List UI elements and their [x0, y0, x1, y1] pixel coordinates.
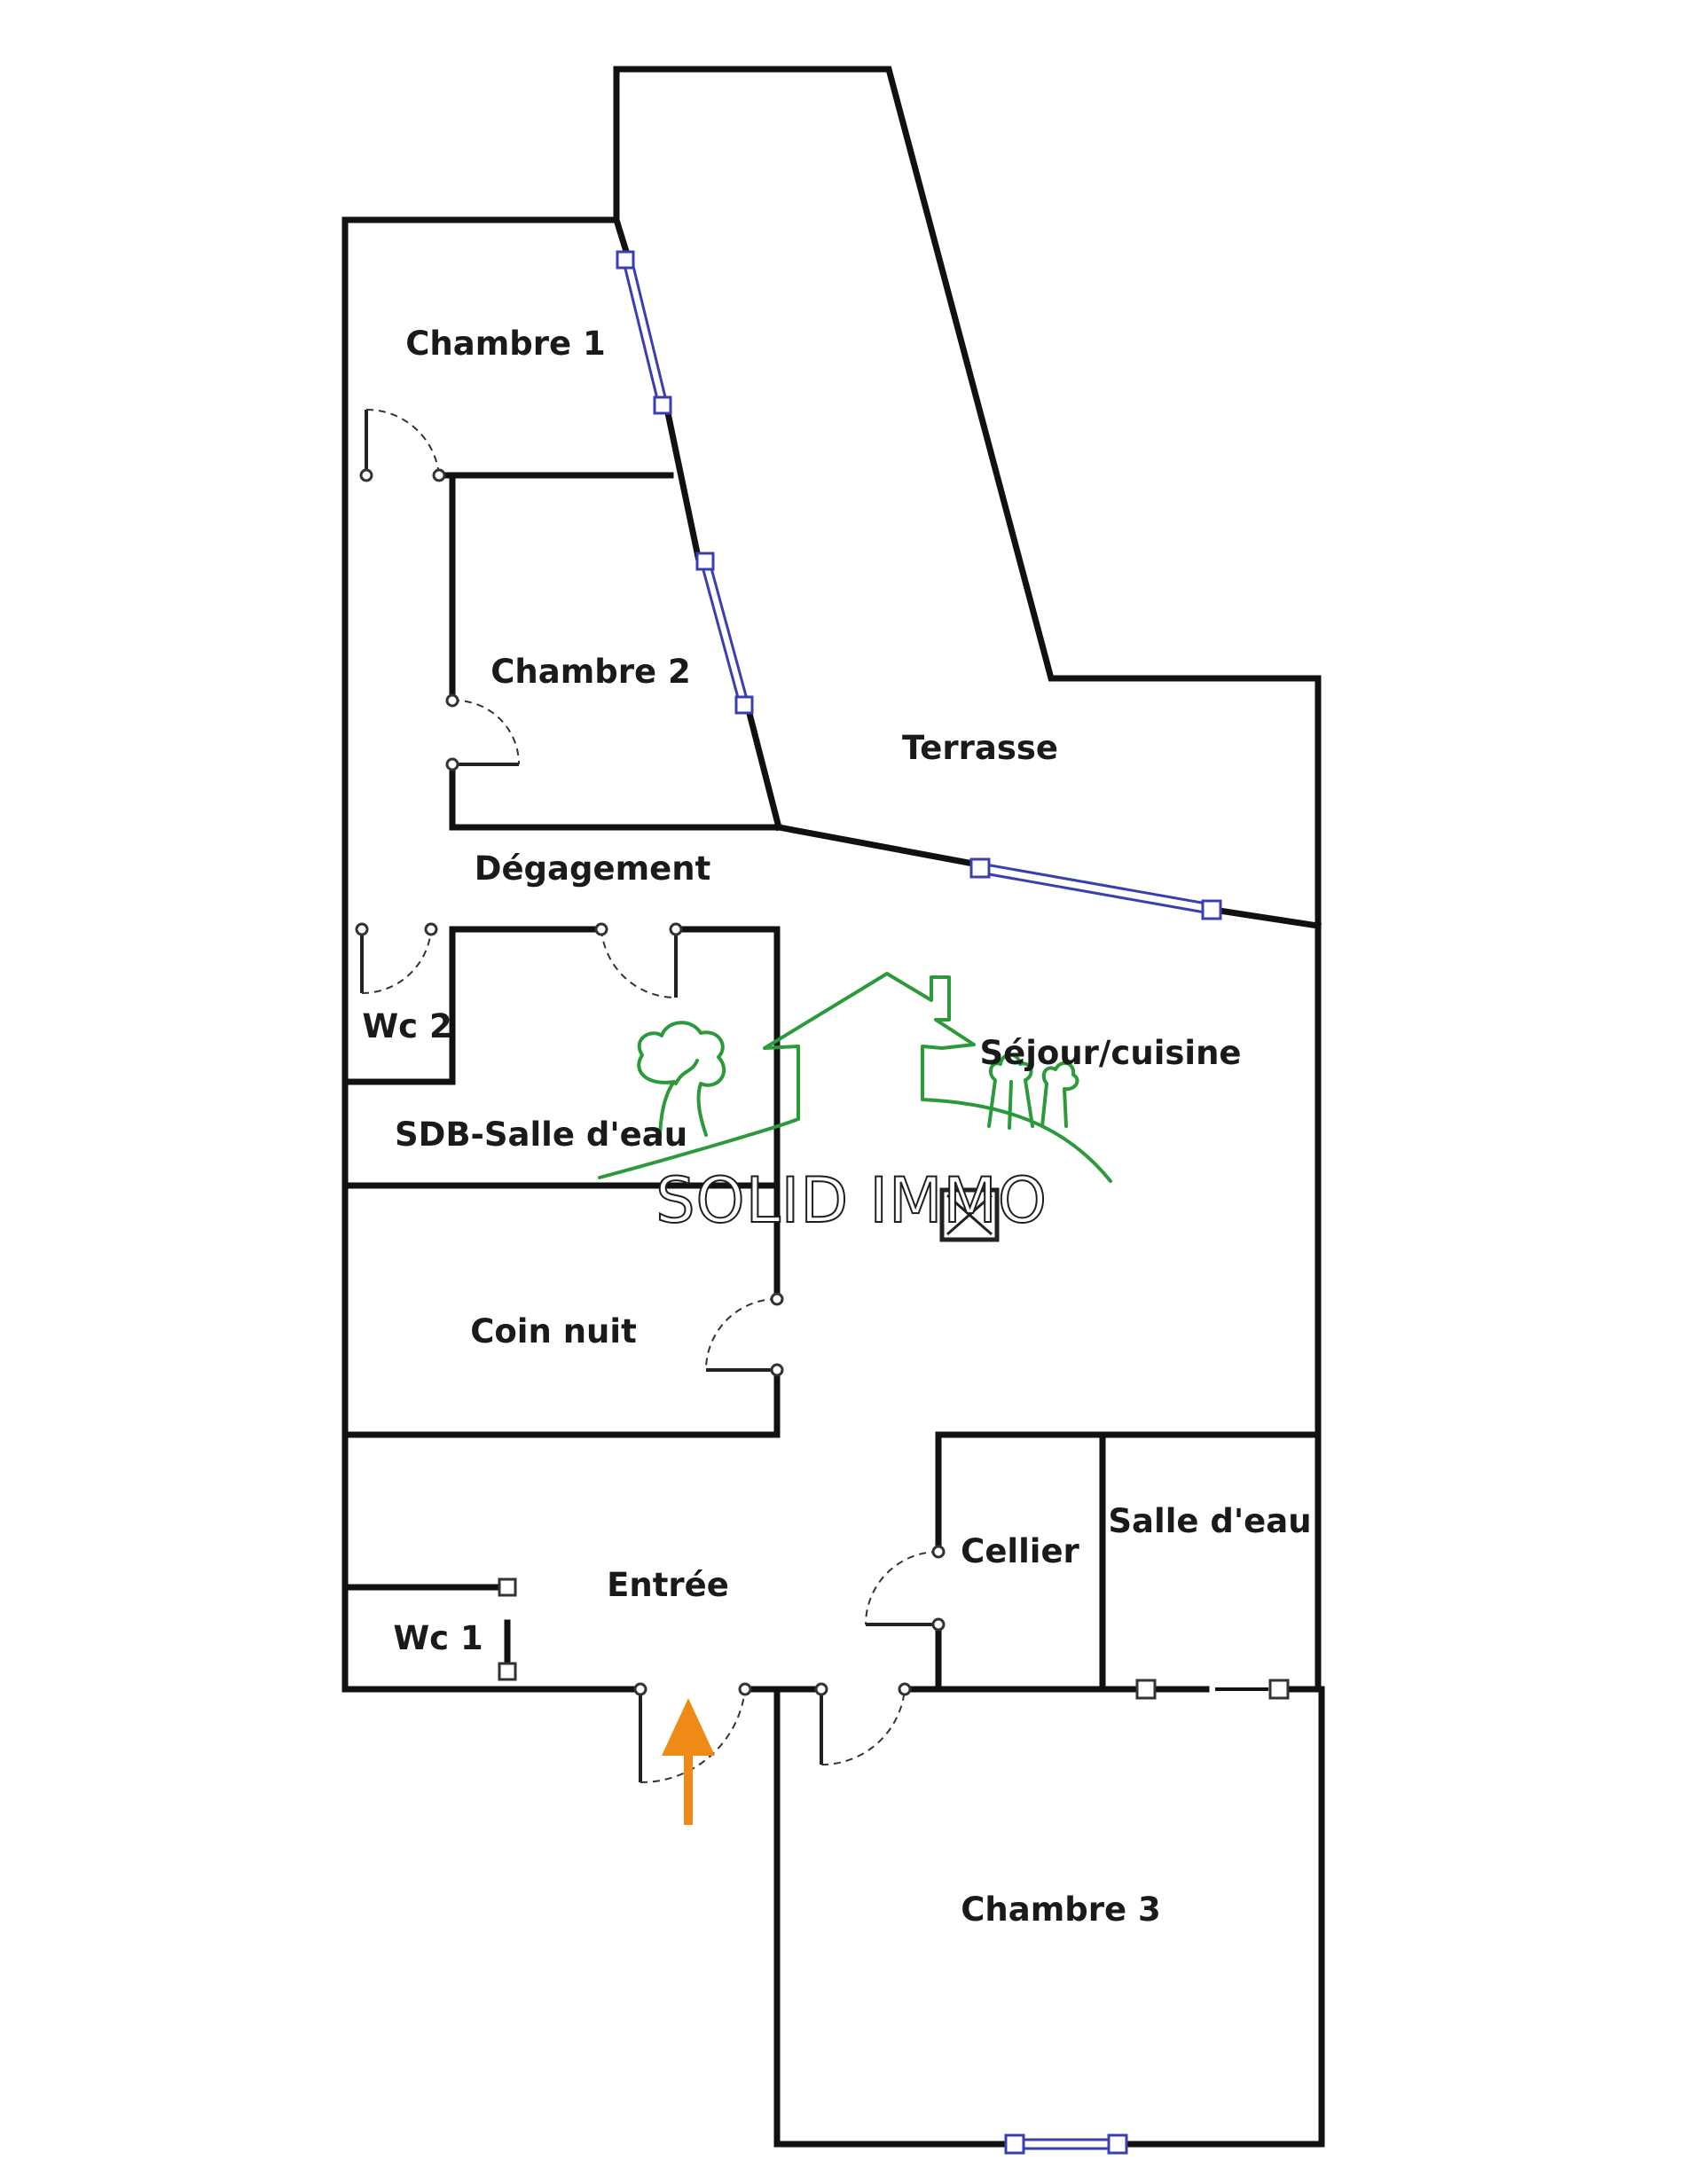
- logo-house-icon: [598, 972, 1112, 1183]
- label-sejour: Séjour/cuisine: [979, 1034, 1241, 1072]
- door-coin-nuit: [705, 1292, 784, 1377]
- door-chambre3: [814, 1682, 912, 1766]
- room-labels: Chambre 1 Chambre 2 Terrasse Dégagement …: [362, 325, 1311, 1929]
- window-sejour: [969, 857, 1222, 920]
- label-chambre2: Chambre 2: [490, 653, 690, 691]
- label-entree: Entrée: [607, 1566, 729, 1604]
- logo-text: SOLID IMMO: [655, 1164, 1048, 1237]
- label-terrasse: Terrasse: [902, 729, 1058, 767]
- arrow-up-icon: [662, 1698, 715, 1825]
- label-sdb: SDB-Salle d'eau: [395, 1115, 687, 1154]
- window-chambre2: [695, 552, 754, 715]
- logo-watermark: SOLID IMMO: [598, 972, 1112, 1238]
- interior-walls: [341, 215, 1325, 1693]
- door-wc1: [498, 1577, 517, 1681]
- window-chambre1: [616, 250, 672, 415]
- label-cellier: Cellier: [961, 1532, 1079, 1570]
- outer-walls: [341, 66, 1325, 2148]
- windows: [616, 250, 1290, 2155]
- box-cross-icon: [939, 1187, 1000, 1242]
- door-chambre1: [359, 408, 446, 482]
- label-coin-nuit: Coin nuit: [470, 1312, 637, 1350]
- label-chambre1: Chambre 1: [405, 325, 605, 363]
- label-degagement: Dégagement: [475, 849, 711, 888]
- door-sdb: [594, 922, 683, 999]
- window-salle-eau: [1135, 1679, 1290, 1700]
- door-chambre2: [445, 693, 521, 771]
- doors: [355, 408, 946, 1784]
- label-chambre3: Chambre 3: [961, 1890, 1160, 1929]
- door-wc2: [355, 922, 438, 995]
- label-salle-eau: Salle d'eau: [1108, 1502, 1311, 1540]
- window-chambre3: [1004, 2133, 1128, 2155]
- label-wc1: Wc 1: [393, 1619, 483, 1657]
- label-wc2: Wc 2: [362, 1007, 451, 1045]
- door-cellier: [865, 1545, 946, 1632]
- door-entrance: [633, 1682, 752, 1784]
